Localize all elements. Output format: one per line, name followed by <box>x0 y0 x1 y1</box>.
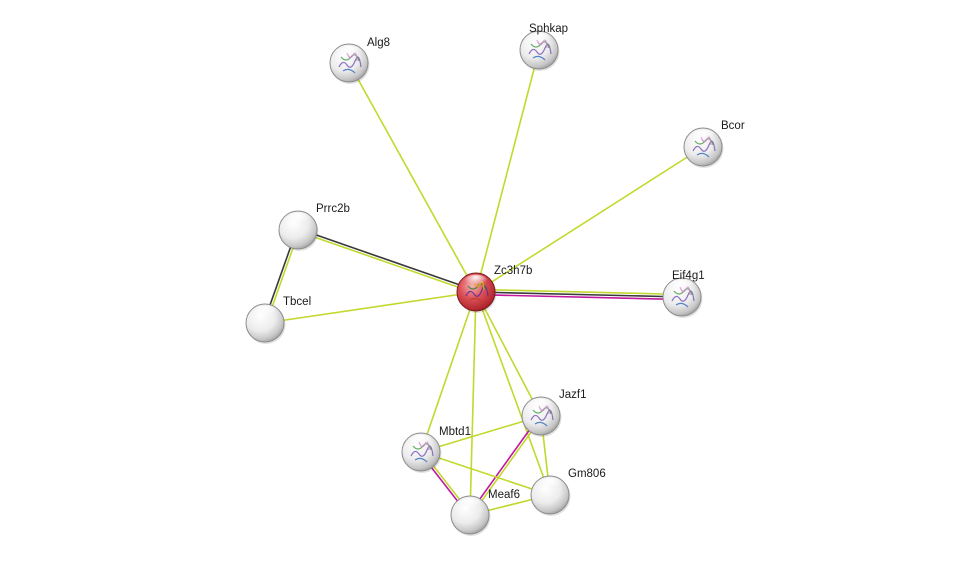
edge-zc3h7b-alg8[interactable] <box>348 62 477 293</box>
edge-zc3h7b-mbtd1[interactable] <box>420 291 477 453</box>
node-gloss <box>458 497 482 512</box>
edge-line-textmining <box>475 291 551 496</box>
node-zc3h7b[interactable]: Zc3h7b <box>456 265 532 313</box>
edge-zc3h7b-prrc2b[interactable] <box>296 227 478 295</box>
edge-line-coexpression <box>475 291 683 298</box>
edge-line-textmining <box>475 146 704 293</box>
edge-line-textmining <box>475 291 542 417</box>
node-prrc2b[interactable]: Prrc2b <box>278 203 350 251</box>
edge-line-textmining <box>470 415 543 517</box>
edge-jazf1-mbtd1[interactable] <box>420 415 542 453</box>
edge-line-coexpression <box>297 227 478 292</box>
node-gm806[interactable]: Gm806 <box>530 468 606 516</box>
node-gloss <box>538 477 562 492</box>
edge-line-experiments <box>475 293 683 301</box>
node-label-meaf6: Meaf6 <box>488 489 520 501</box>
node-label-bcor: Bcor <box>721 120 745 132</box>
node-tbcel[interactable]: Tbcel <box>245 296 311 344</box>
node-label-jazf1: Jazf1 <box>559 389 587 401</box>
edge-zc3h7b-meaf6[interactable] <box>469 291 477 516</box>
node-sphkap[interactable]: Sphkap <box>519 23 568 71</box>
node-meaf6[interactable]: Meaf6 <box>450 489 520 536</box>
node-label-alg8: Alg8 <box>367 37 390 49</box>
node-gloss <box>527 32 551 47</box>
node-gloss <box>409 434 433 449</box>
edge-line-textmining <box>296 230 477 295</box>
node-label-sphkap: Sphkap <box>529 23 568 35</box>
edge-line-textmining <box>348 62 477 293</box>
edge-line-textmining <box>475 49 540 293</box>
node-label-eif4g1: Eif4g1 <box>672 270 705 282</box>
node-gloss <box>337 45 361 60</box>
edge-line-textmining <box>475 288 683 296</box>
node-label-gm806: Gm806 <box>568 468 606 480</box>
edge-zc3h7b-gm806[interactable] <box>475 291 551 496</box>
node-bcor[interactable]: Bcor <box>683 120 745 168</box>
edge-line-textmining <box>420 291 477 453</box>
node-alg8[interactable]: Alg8 <box>329 37 390 84</box>
edge-zc3h7b-eif4g1[interactable] <box>475 288 683 301</box>
edge-line-textmining <box>420 415 542 453</box>
edge-zc3h7b-sphkap[interactable] <box>475 49 540 293</box>
node-label-mbtd1: Mbtd1 <box>439 426 471 438</box>
edge-zc3h7b-bcor[interactable] <box>475 146 704 293</box>
node-mbtd1[interactable]: Mbtd1 <box>401 426 471 473</box>
node-gloss <box>464 274 488 289</box>
edge-line-textmining <box>469 291 477 516</box>
node-gloss <box>670 279 694 294</box>
node-label-tbcel: Tbcel <box>283 296 311 308</box>
node-gloss <box>286 212 310 227</box>
node-jazf1[interactable]: Jazf1 <box>521 389 587 437</box>
edge-mbtd1-gm806[interactable] <box>420 451 551 496</box>
edge-line-experiments <box>468 414 541 516</box>
node-label-prrc2b: Prrc2b <box>316 203 350 215</box>
edge-line-textmining <box>264 291 477 324</box>
edge-line-textmining <box>420 451 551 496</box>
node-gloss <box>529 398 553 413</box>
edge-zc3h7b-jazf1[interactable] <box>475 291 542 417</box>
node-gloss <box>253 305 277 320</box>
node-gloss <box>691 129 715 144</box>
node-eif4g1[interactable]: Eif4g1 <box>662 270 705 318</box>
edge-zc3h7b-tbcel[interactable] <box>264 291 477 324</box>
node-label-zc3h7b: Zc3h7b <box>494 265 532 277</box>
edge-jazf1-meaf6[interactable] <box>468 414 543 517</box>
